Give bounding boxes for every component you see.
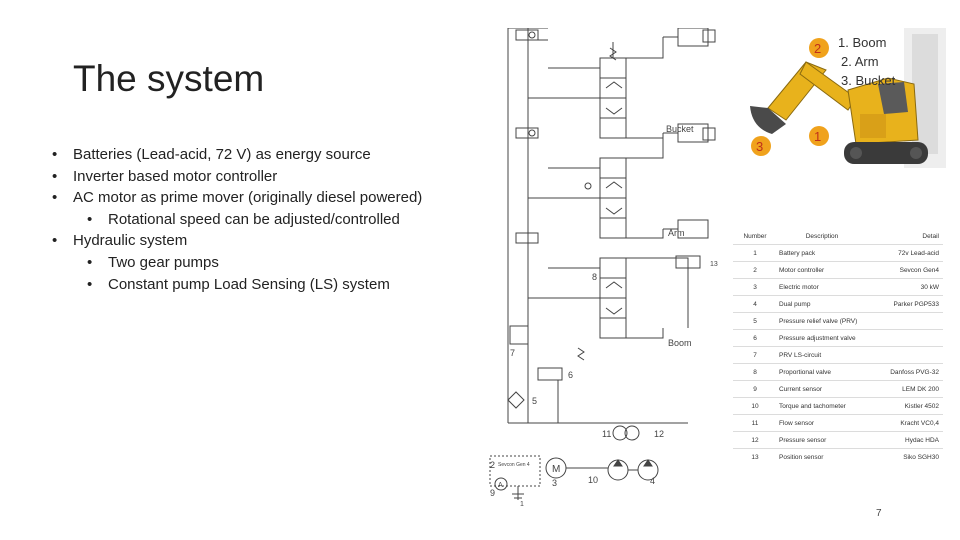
- valve-section-boom: [528, 255, 701, 339]
- valve-section-arm: [528, 133, 664, 239]
- cell-detail: Parker PGP533: [865, 295, 943, 313]
- cell-number: 10: [733, 397, 777, 415]
- cell-number: 6: [733, 329, 777, 347]
- bullet-item: Inverter based motor controller: [52, 166, 422, 188]
- cell-detail: Hydac HDA: [865, 431, 943, 449]
- bullet-item: AC motor as prime mover (originally dies…: [52, 187, 422, 209]
- column-header: Description: [805, 233, 839, 240]
- table-header-row: Number Description Detail: [733, 229, 943, 245]
- cell-description: Torque and tachometer: [777, 397, 865, 415]
- callout-bucket: 3: [756, 139, 763, 154]
- bullet-item: Hydraulic system: [52, 230, 422, 252]
- callout-arm: 2: [814, 41, 821, 56]
- callout-boom: 1: [814, 129, 821, 144]
- cell-detail: Kracht VC0,4: [865, 414, 943, 432]
- hydraulic-schematic: Bucket Arm Boom Sevcon Gen 4 M A 1 2 3 4…: [489, 28, 718, 508]
- label-arm-legend: 2. Arm: [841, 54, 879, 69]
- label-bucket-legend: 3. Bucket: [841, 73, 896, 88]
- column-header: Detail: [922, 233, 939, 240]
- bullet-list: Batteries (Lead-acid, 72 V) as energy so…: [52, 144, 422, 295]
- component-number: 10: [588, 475, 598, 485]
- motor-symbol: M: [552, 464, 560, 475]
- bullet-item: Batteries (Lead-acid, 72 V) as energy so…: [52, 144, 422, 166]
- cell-number: 11: [733, 414, 777, 432]
- cell-description: Pressure relief valve (PRV): [777, 312, 865, 330]
- component-number: 6: [568, 370, 573, 380]
- cell-number: 1: [733, 244, 777, 262]
- excavator-image: 2 1 3 1. Boom 2. Arm 3. Bucket: [728, 28, 948, 178]
- cell-description: Pressure sensor: [777, 431, 865, 449]
- cell-number: 7: [733, 346, 777, 364]
- cell-number: 12: [733, 431, 777, 449]
- cell-description: Dual pump: [777, 295, 865, 313]
- cell-detail: Kistler 4502: [865, 397, 943, 415]
- component-number: 7: [510, 348, 515, 358]
- component-number: 13: [710, 261, 718, 268]
- cell-description: PRV LS-circuit: [777, 346, 865, 364]
- component-number: 1: [520, 501, 524, 508]
- component-number: 9: [490, 488, 495, 498]
- component-number: 8: [592, 272, 597, 282]
- cell-detail: Danfoss PVG-32: [865, 363, 943, 381]
- cell-description: Proportional valve: [777, 363, 865, 381]
- cell-description: Current sensor: [777, 380, 865, 398]
- cell-detail: [865, 312, 943, 330]
- cell-number: 9: [733, 380, 777, 398]
- cell-detail: Sevcon Gen4: [865, 261, 943, 279]
- column-header: Number: [743, 233, 767, 240]
- cell-detail: LEM DK 200: [865, 380, 943, 398]
- slide-title: The system: [73, 58, 265, 99]
- cell-description: Pressure adjustment valve: [777, 329, 865, 347]
- sub-bullet-item: Constant pump Load Sensing (LS) system: [52, 274, 422, 296]
- cell-number: 4: [733, 295, 777, 313]
- cell-detail: [865, 346, 943, 364]
- component-number: 3: [552, 478, 557, 488]
- component-number: 5: [532, 396, 537, 406]
- cell-description: Battery pack: [777, 244, 865, 262]
- component-number: 12: [654, 429, 664, 439]
- component-number: 11: [602, 429, 611, 439]
- cell-detail: Siko SGH30: [865, 448, 943, 465]
- valve-section-bucket: [528, 37, 664, 142]
- label-bucket: Bucket: [666, 124, 694, 134]
- cell-detail: [865, 329, 943, 347]
- label-boom-legend: 1. Boom: [838, 35, 886, 50]
- component-number: 2: [490, 460, 495, 470]
- label-arm: Arm: [668, 228, 685, 238]
- cell-detail: 72v Lead-acid: [865, 244, 943, 262]
- label-controller: Sevcon Gen 4: [498, 462, 530, 468]
- sub-bullet-item: Two gear pumps: [52, 252, 422, 274]
- cell-number: 8: [733, 363, 777, 381]
- label-boom: Boom: [668, 338, 692, 348]
- cell-number: 3: [733, 278, 777, 296]
- sub-bullet-item: Rotational speed can be adjusted/control…: [52, 209, 422, 231]
- component-number: 4: [650, 476, 655, 486]
- cell-detail: 30 kW: [865, 278, 943, 296]
- cell-number: 13: [733, 448, 777, 465]
- cell-number: 5: [733, 312, 777, 330]
- cell-number: 2: [733, 261, 777, 279]
- ammeter-symbol: A: [498, 482, 503, 489]
- cell-description: Motor controller: [777, 261, 865, 279]
- cell-description: Electric motor: [777, 278, 865, 296]
- cell-description: Position sensor: [777, 448, 865, 465]
- cell-description: Flow sensor: [777, 414, 865, 432]
- page-number: 7: [876, 508, 882, 519]
